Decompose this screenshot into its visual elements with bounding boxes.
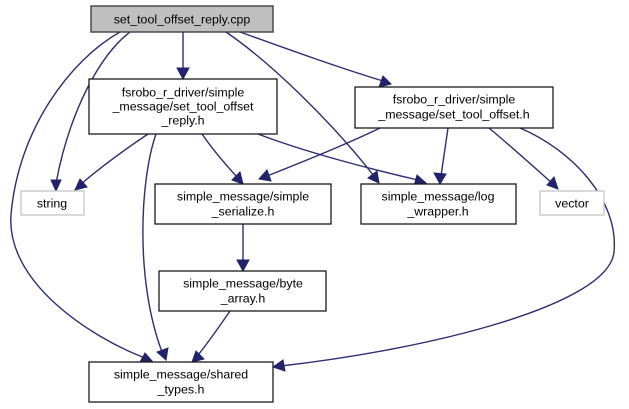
edge-root-to-set-tool-offset [239, 31, 392, 88]
edge-offset-to-simple-serialize [258, 127, 381, 182]
edge-reply-to-simple-serialize [201, 133, 244, 185]
edge-root-to-set-tool-offset-reply [176, 32, 190, 81]
node-string[interactable]: string [20, 190, 85, 216]
edge-simple-serialize-to-byte-array [236, 224, 250, 273]
edge-reply-to-shared-types [142, 133, 169, 361]
node-simple-serialize-h[interactable]: simple_message/simple _serialize.h [154, 183, 332, 225]
edge-root-to-string [50, 31, 131, 193]
edge-byte-array-to-shared-types [191, 310, 231, 363]
node-set-tool-offset-reply-cpp[interactable]: set_tool_offset_reply.cpp [90, 5, 274, 33]
edge-reply-to-log-wrapper [257, 133, 428, 187]
edge-offset-to-log-wrapper [433, 127, 449, 186]
edge-offset-to-shared-types [271, 127, 615, 372]
edge-offset-to-vector [488, 127, 559, 190]
edge-root-to-log-wrapper [225, 31, 380, 184]
node-log-wrapper-h[interactable]: simple_message/log _wrapper.h [360, 183, 517, 225]
node-set-tool-offset-reply-h[interactable]: fsrobo_r_driver/simple _message/set_tool… [88, 78, 278, 135]
node-set-tool-offset-h[interactable]: fsrobo_r_driver/simple _message/set_tool… [354, 86, 554, 129]
node-vector[interactable]: vector [539, 190, 605, 216]
edge-layer [10, 31, 615, 372]
edge-reply-to-string [74, 133, 149, 191]
node-shared-types-h[interactable]: simple_message/shared _types.h [88, 361, 274, 403]
node-layer: set_tool_offset_reply.cpp fsrobo_r_drive… [20, 5, 605, 403]
node-byte-array-h[interactable]: simple_message/byte _array.h [158, 270, 327, 312]
